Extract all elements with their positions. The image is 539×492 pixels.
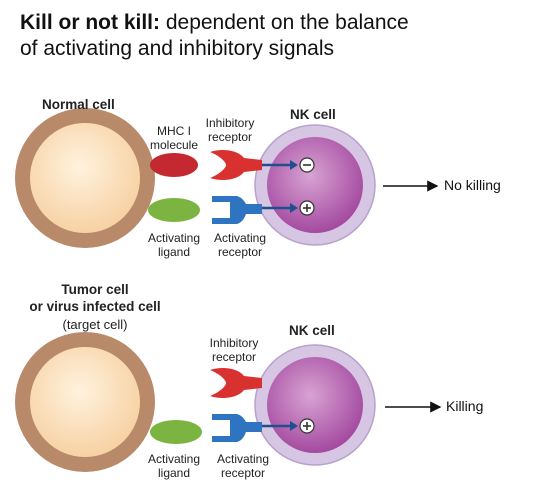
inhibitory-receptor-label-2-line1: Inhibitory xyxy=(209,336,259,350)
activating-receptor-1 xyxy=(212,196,262,224)
normal-cell-label: Normal cell xyxy=(42,97,115,112)
activating-ligand-label-2: Activating ligand xyxy=(144,452,204,480)
activating-receptor-label-1-line2: receptor xyxy=(217,245,263,259)
mhc-label: MHC I molecule xyxy=(146,124,202,152)
activating-receptor-label-2-line2: receptor xyxy=(220,466,266,480)
inhibitory-receptor-label-1-line1: Inhibitory xyxy=(205,116,255,130)
mhc-label-line2: molecule xyxy=(149,138,199,152)
inhibitory-receptor-1 xyxy=(210,150,262,180)
inhibitory-receptor-label-2-line2: receptor xyxy=(211,350,257,364)
nk-cell-label-2: NK cell xyxy=(289,323,335,338)
mhc-molecule xyxy=(150,153,198,177)
nk-cell-label-1: NK cell xyxy=(290,107,336,122)
tumor-cell-label-line2: or virus infected cell xyxy=(29,299,161,314)
activating-ligand-label-1: Activating ligand xyxy=(144,231,204,259)
activating-receptor-label-2-line1: Activating xyxy=(216,452,270,466)
tumor-cell-inner xyxy=(30,347,140,457)
inhibitory-receptor-label-1: Inhibitory receptor xyxy=(200,116,260,144)
activating-ligand-1 xyxy=(148,198,200,222)
normal-cell-inner xyxy=(30,123,140,233)
activating-ligand-label-2-line1: Activating xyxy=(147,452,201,466)
title-line2: of activating and inhibitory signals xyxy=(20,37,335,60)
inhibitory-receptor-label-2: Inhibitory receptor xyxy=(204,336,264,364)
activating-receptor-2 xyxy=(212,414,262,442)
mhc-label-line1: MHC I xyxy=(157,124,191,138)
activating-receptor-label-2: Activating receptor xyxy=(211,452,275,480)
nk-cell-inner-2 xyxy=(267,357,363,453)
activating-receptor-label-1-line1: Activating xyxy=(213,231,267,245)
inhibitory-receptor-label-1-line2: receptor xyxy=(207,130,253,144)
diagram-title: Kill or not kill: dependent on the balan… xyxy=(20,10,409,62)
nk-cell-inner-1 xyxy=(267,137,363,233)
activating-ligand-label-1-line1: Activating xyxy=(147,231,201,245)
outcome-no-killing: No killing xyxy=(444,177,501,193)
activating-receptor-label-1: Activating receptor xyxy=(208,231,272,259)
tumor-cell-label: Tumor cell or virus infected cell xyxy=(10,281,180,315)
target-cell-sublabel: (target cell) xyxy=(62,317,128,332)
activating-ligand-label-1-line2: ligand xyxy=(157,245,191,259)
title-bold: Kill or not kill: xyxy=(20,11,160,34)
tumor-cell-label-line1: Tumor cell xyxy=(61,282,129,297)
activating-ligand-2 xyxy=(150,420,202,444)
title-rest: dependent on the balance xyxy=(160,11,409,34)
activating-ligand-label-2-line2: ligand xyxy=(157,466,191,480)
outcome-killing: Killing xyxy=(446,398,484,414)
inhibitory-receptor-2 xyxy=(210,368,262,398)
